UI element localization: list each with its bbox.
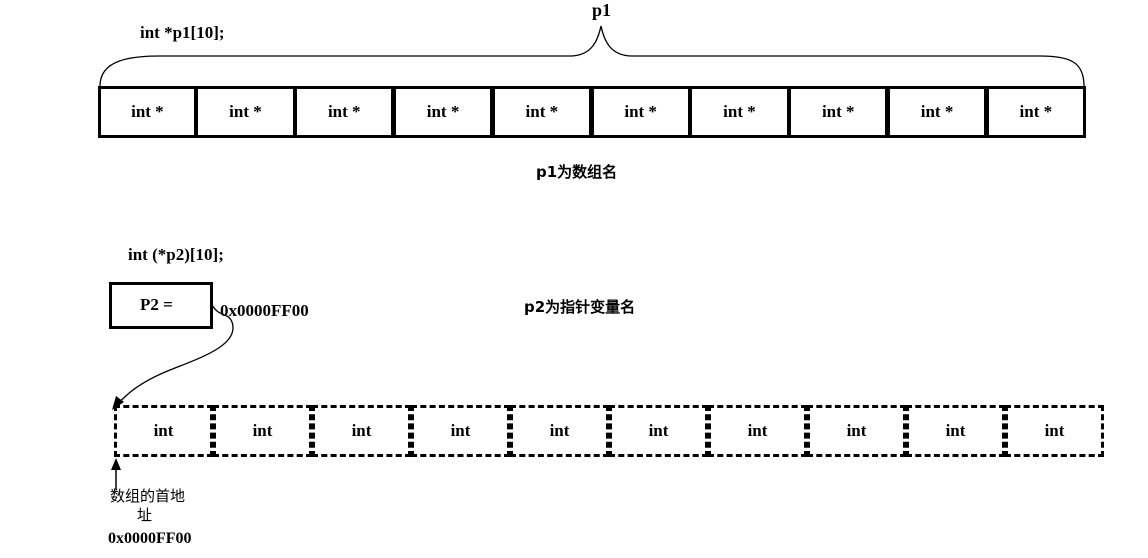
int-array-cell: int — [906, 405, 1005, 457]
int-array-cell: int — [609, 405, 708, 457]
int-array-cell: int — [807, 405, 906, 457]
int-array-cell: int — [114, 405, 213, 457]
p1-array-cell-label: int * — [426, 102, 460, 121]
p1-array-cell: int * — [98, 86, 197, 138]
p1-array-cell-label: int * — [327, 102, 361, 121]
int-array-cell-label: int — [450, 421, 471, 440]
int-array-cell: int — [312, 405, 411, 457]
int-array-cell-label: int — [846, 421, 867, 440]
p1-array-cell: int * — [788, 86, 889, 138]
int-array-cell-label: int — [351, 421, 372, 440]
p1-array-cell-label: int * — [723, 102, 756, 121]
p1-array-cell-label: int * — [920, 102, 954, 121]
int-array-cell-label: int — [648, 421, 669, 440]
p2-declaration: int (*p2)[10]; — [128, 245, 224, 264]
p2-pointer-box: P2 = — [109, 282, 213, 329]
pointer-arrow — [117, 304, 234, 405]
p1-brace — [99, 25, 1085, 87]
int-array-cell-label: int — [153, 421, 174, 440]
p1-array-cell: int * — [491, 86, 592, 138]
p1-brace-label: p1 — [592, 0, 612, 20]
p1-caption: p1为数组名 — [536, 163, 618, 181]
p1-declaration: int *p1[10]; — [140, 23, 225, 42]
p1-array-cell: int * — [689, 86, 790, 138]
p1-array-cell: int * — [590, 86, 691, 138]
p1-array-cell-label: int * — [821, 102, 855, 121]
p1-array-cell-label: int * — [229, 102, 262, 121]
int-array-cell: int — [411, 405, 510, 457]
p1-array-cell: int * — [985, 86, 1086, 138]
p1-array-cell-label: int * — [131, 102, 164, 121]
p1-array-cell-label: int * — [1019, 102, 1053, 121]
int-array-cell-label: int — [747, 421, 768, 440]
address-value: 0x0000FF00 — [108, 530, 192, 547]
int-array-cell: int — [213, 405, 312, 457]
int-array-cell: int — [510, 405, 609, 457]
p2-pointer-label: P2 = — [140, 295, 173, 314]
address-label-line2: 址 — [137, 506, 153, 524]
p1-array-cell: int * — [294, 86, 395, 138]
int-array-cell-label: int — [252, 421, 273, 440]
p1-array-cell: int * — [195, 86, 296, 138]
p2-caption: p2为指针变量名 — [524, 298, 636, 316]
int-array-cell-label: int — [945, 421, 966, 440]
address-arrowhead — [111, 458, 121, 470]
int-array-cell-label: int — [1044, 421, 1065, 440]
p1-array-cell-label: int * — [525, 102, 559, 121]
p1-array-cell: int * — [886, 86, 988, 138]
p1-array-cell-label: int * — [624, 102, 657, 121]
int-array-cell: int — [708, 405, 807, 457]
address-label-line1: 数组的首地 — [110, 487, 186, 505]
int-array-cell: int — [1005, 405, 1104, 457]
p2-pointer-value: 0x0000FF00 — [220, 301, 309, 320]
int-array-cell-label: int — [549, 421, 570, 440]
p1-array-cell: int * — [392, 86, 494, 138]
